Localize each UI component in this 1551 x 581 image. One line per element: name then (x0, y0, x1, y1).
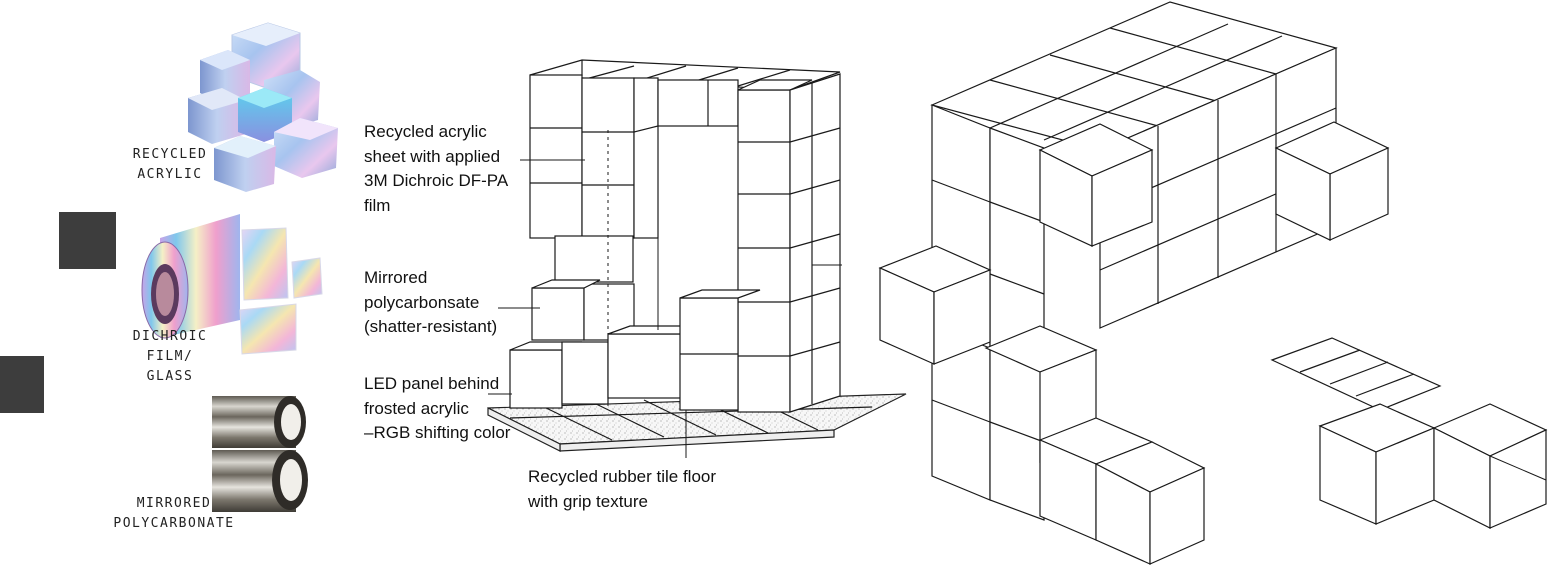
callout-line: (shatter-resistant) (364, 317, 498, 336)
callout-line: Mirrored (364, 268, 428, 287)
label-line: GLASS (146, 369, 194, 384)
label-line: FILM/ (146, 349, 194, 364)
callout-line: polycarbonsate (364, 292, 480, 312)
callout-line: frosted acrylic (364, 398, 469, 418)
cube-assembly-sketch (878, 1, 1548, 565)
color-swatch-2 (0, 356, 44, 413)
callout-line: Recycled rubber tile floor (528, 467, 717, 486)
label-line: DICHROIC (132, 329, 208, 344)
callout-line: Recycled acrylic (364, 122, 487, 141)
callout-mirrored-polycarbonate: Mirrored polycarbonsate (shatter-resista… (364, 266, 497, 340)
label-line: POLYCARBONATE (113, 516, 235, 531)
callout-line: 3M Dichroic DF-PA (364, 171, 509, 190)
callout-rubber-floor: Recycled rubber tile floor with grip tex… (528, 465, 716, 514)
mirrored-polycarbonate-image (212, 396, 308, 512)
label-dichroic-film-glass: DICHROIC FILM/ GLASS (118, 327, 222, 387)
callout-line: LED panel behind (364, 374, 500, 393)
callout-led-panel: LED panel behind frosted acrylic –RGB sh… (364, 372, 510, 446)
label-line: MIRRORED (136, 496, 212, 511)
recycled-acrylic-image (188, 22, 338, 192)
archway-sketch (487, 59, 907, 458)
label-mirrored-polycarbonate: MIRRORED POLYCARBONATE (100, 494, 248, 534)
label-line: RECYCLED (132, 147, 208, 162)
color-swatch-1 (59, 212, 116, 269)
label-recycled-acrylic: RECYCLED ACRYLIC (118, 145, 222, 185)
callout-recycled-acrylic: Recycled acrylic sheet with applied 3M D… (364, 120, 508, 218)
callout-line: with grip texture (528, 491, 648, 511)
label-line: ACRYLIC (137, 167, 203, 182)
dichroic-film-image (141, 214, 323, 355)
callout-line: film (364, 195, 391, 215)
callout-line: –RGB shifting color (364, 423, 511, 442)
callout-line: sheet with applied (364, 146, 501, 166)
